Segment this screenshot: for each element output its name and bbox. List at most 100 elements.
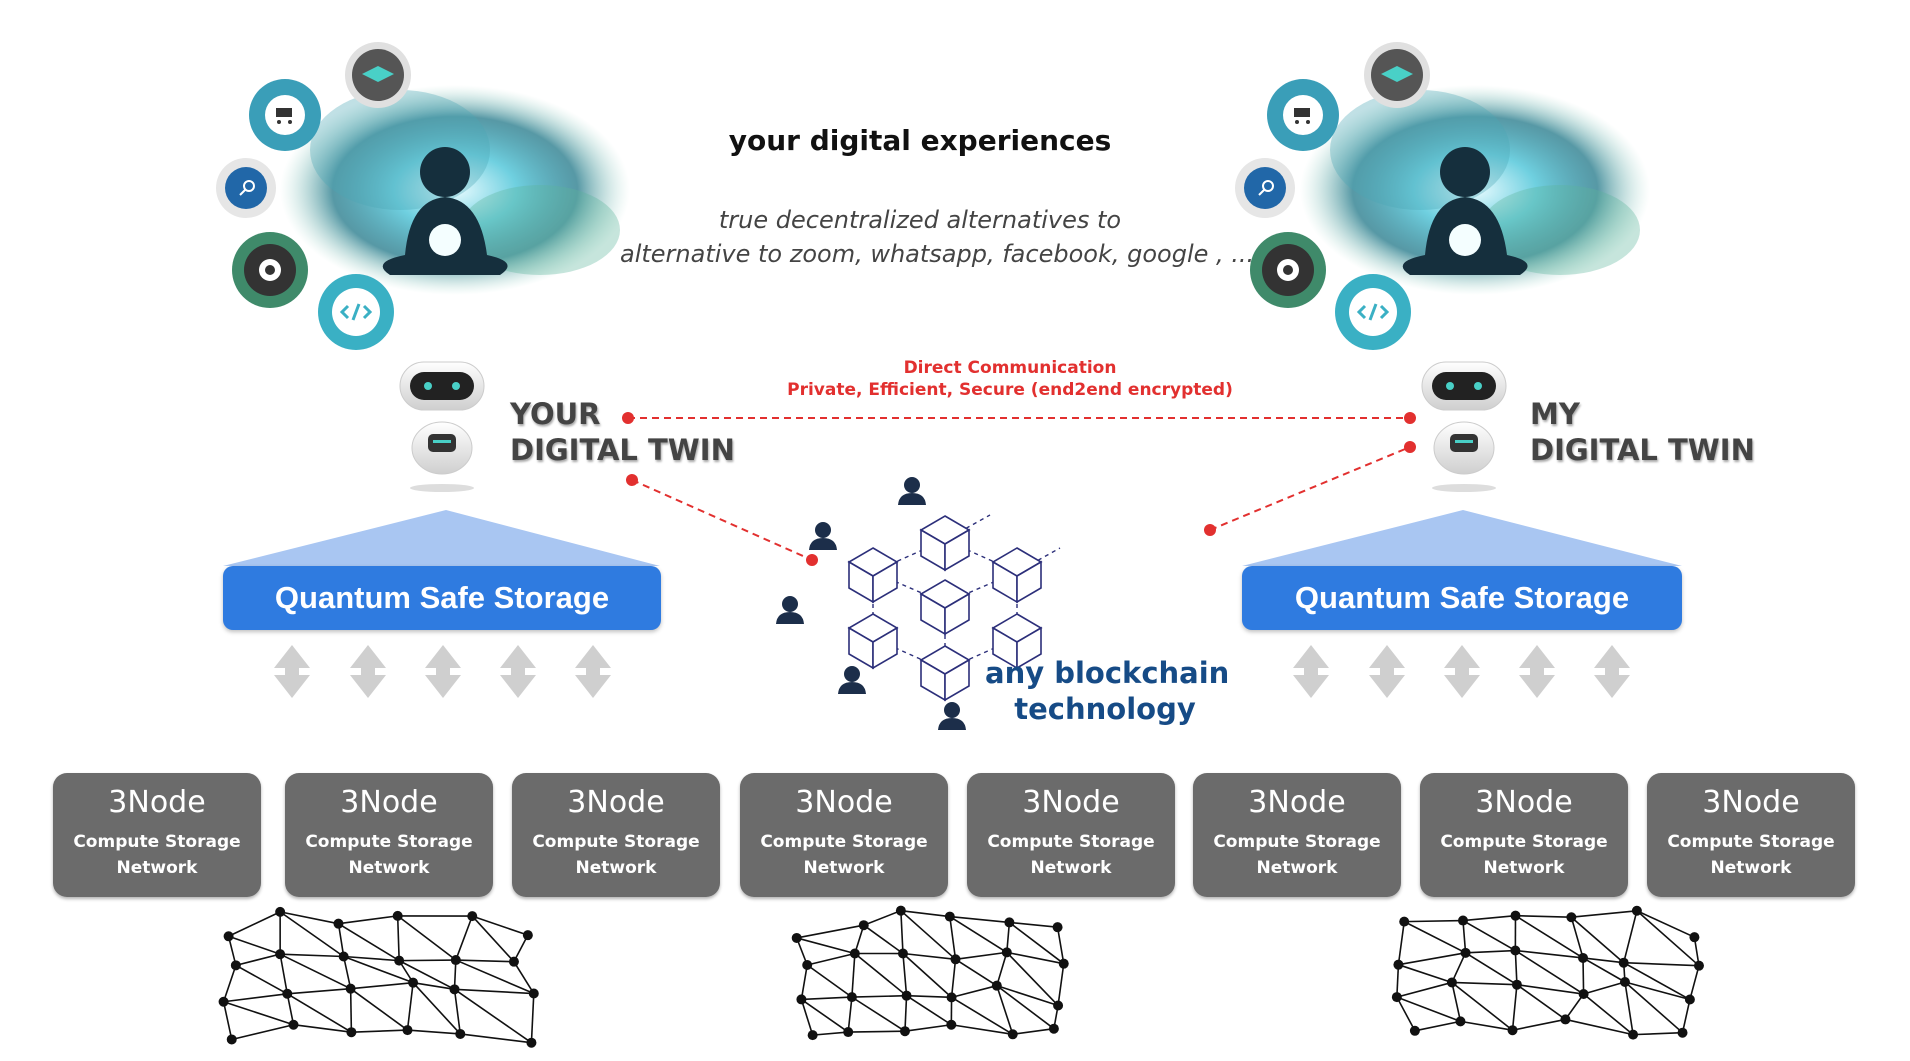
mesh-edge (338, 915, 398, 925)
node-line-1: Compute Storage (1440, 832, 1608, 852)
mesh-node (849, 948, 860, 959)
mesh-node (1399, 916, 1410, 927)
mesh-edge (812, 1031, 849, 1036)
mesh-node (275, 949, 286, 960)
robot-icon (399, 361, 485, 492)
mesh-edge (902, 953, 908, 996)
storage-pyramid-right (1242, 510, 1682, 566)
your-twin-line-1: YOUR (510, 397, 601, 431)
mesh-edge (454, 988, 532, 1044)
mesh-edge (1396, 996, 1416, 1032)
mesh-node (1578, 952, 1589, 963)
graduation-cap-icon (345, 42, 411, 108)
mesh-node (1455, 1016, 1466, 1027)
mesh-edge (397, 915, 457, 961)
mesh-node (282, 988, 293, 999)
mesh-node (1566, 912, 1577, 923)
mesh-edge (349, 988, 353, 1033)
cube-icon (919, 579, 971, 636)
mesh-edge (1689, 965, 1700, 1000)
mesh-edge (900, 909, 950, 918)
mesh-edge (530, 993, 535, 1043)
mesh-node (1684, 994, 1695, 1005)
double-arrow-icon (425, 645, 461, 698)
mesh-edge (902, 952, 956, 961)
user-icon (809, 522, 837, 550)
mesh-edge (904, 995, 908, 1032)
mesh-node (508, 956, 519, 967)
app-icons-left (216, 42, 411, 350)
mesh-edge (800, 999, 814, 1036)
mesh-node (1457, 915, 1468, 926)
mesh-edge (286, 993, 352, 1033)
blockchain-label: any blockchain technology (985, 655, 1229, 727)
subtitle-line-1: true decentralized alternatives to (718, 206, 1122, 234)
mesh-edge (904, 1023, 952, 1032)
mesh-node (899, 1026, 910, 1037)
mesh-edge (950, 959, 957, 998)
mesh-node (223, 931, 234, 942)
mesh-node (450, 955, 461, 966)
storage-arrows-right (1293, 645, 1630, 698)
mesh-edge (454, 988, 534, 995)
mesh-edge (1404, 919, 1464, 923)
mesh-edge (851, 953, 856, 998)
mesh-edge (1624, 981, 1634, 1035)
mesh-edge (1512, 1018, 1566, 1031)
mesh-node (1511, 979, 1522, 990)
mesh-edge (800, 964, 808, 1000)
mesh-network-left (218, 906, 539, 1048)
node-line-1: Compute Storage (1213, 832, 1381, 852)
mesh-edge (906, 994, 952, 999)
mesh-edge (1006, 922, 1011, 953)
double-arrow-icon (1293, 645, 1329, 698)
mesh-node (1507, 1025, 1518, 1036)
mesh-edge (949, 916, 957, 960)
mesh-edge (279, 954, 289, 994)
node-title: 3Node (1248, 785, 1346, 820)
mesh-edge (951, 1023, 1013, 1036)
mesh-node (1052, 922, 1063, 933)
mesh-edge (222, 1001, 233, 1040)
mesh-edge (1516, 983, 1584, 995)
page-title: your digital experiences (728, 124, 1112, 157)
app-icons-right (1235, 42, 1430, 350)
robot-icon (1421, 361, 1507, 492)
mesh-node (402, 1025, 413, 1036)
node-line-2: Network (1483, 858, 1565, 878)
mesh-edge (407, 1029, 461, 1035)
mesh-edge (1396, 981, 1453, 998)
mesh-edge (1465, 949, 1516, 954)
double-arrow-icon (274, 645, 310, 698)
mesh-edge (222, 965, 237, 1002)
mesh-edge (900, 910, 957, 960)
mesh-node (901, 990, 912, 1001)
mesh-edge (1582, 957, 1626, 983)
mesh-edge (1565, 1018, 1634, 1036)
mesh-edge (455, 959, 535, 995)
mesh-edge (854, 952, 908, 997)
mesh-edge (1515, 914, 1584, 959)
mesh-node (1004, 917, 1015, 928)
mesh-edge (863, 909, 902, 926)
quantum-safe-storage-left: Quantum Safe Storage (223, 566, 661, 630)
mesh-edge (1396, 996, 1461, 1023)
mesh-edge (1008, 921, 1065, 965)
mesh-edge (1622, 910, 1638, 963)
double-arrow-icon (1369, 645, 1405, 698)
communication-lines (628, 417, 1411, 561)
mesh-edge (513, 961, 535, 994)
double-arrow-icon (500, 645, 536, 698)
mesh-edge (1462, 920, 1467, 953)
mesh-edge (1006, 951, 1059, 1007)
blockchain-line-2: technology (1014, 692, 1196, 726)
mesh-node (843, 1027, 854, 1038)
mesh-edge (1564, 993, 1585, 1020)
mesh-node (1618, 957, 1629, 968)
